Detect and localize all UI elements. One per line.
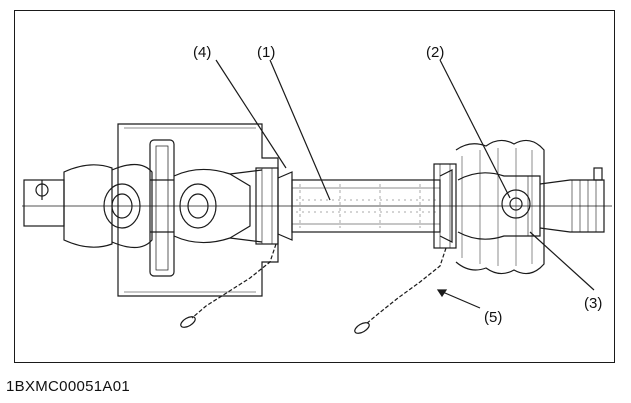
- right-shield: [455, 139, 545, 275]
- right-yoke: [457, 172, 541, 240]
- callout-3: (3): [584, 295, 602, 312]
- right-stub-shaft: [539, 167, 605, 233]
- left-inner-yoke: [173, 168, 263, 244]
- left-shield: [117, 123, 279, 297]
- right-bearing-ring: [433, 163, 457, 249]
- callout-1: (1): [257, 44, 275, 61]
- left-shield-edge: [124, 127, 256, 293]
- safety-chain-right: [354, 247, 447, 334]
- leader-2: [439, 59, 511, 199]
- universal-joint-cross-left: [149, 139, 175, 277]
- leader-3: [529, 231, 595, 291]
- callout-5: (5): [484, 309, 502, 326]
- left-bearing-ring: [255, 167, 293, 245]
- leader-5: [437, 289, 481, 309]
- callout-2: (2): [426, 44, 444, 61]
- callout-4: (4): [193, 44, 211, 61]
- figure-frame: [14, 10, 615, 363]
- safety-chain-left: [180, 243, 277, 328]
- arrowhead-5: [436, 289, 448, 298]
- left-yoke: [23, 163, 153, 249]
- figure-code: 1BXMC00051A01: [6, 378, 130, 395]
- leader-1: [269, 59, 331, 201]
- leader-4: [215, 59, 287, 169]
